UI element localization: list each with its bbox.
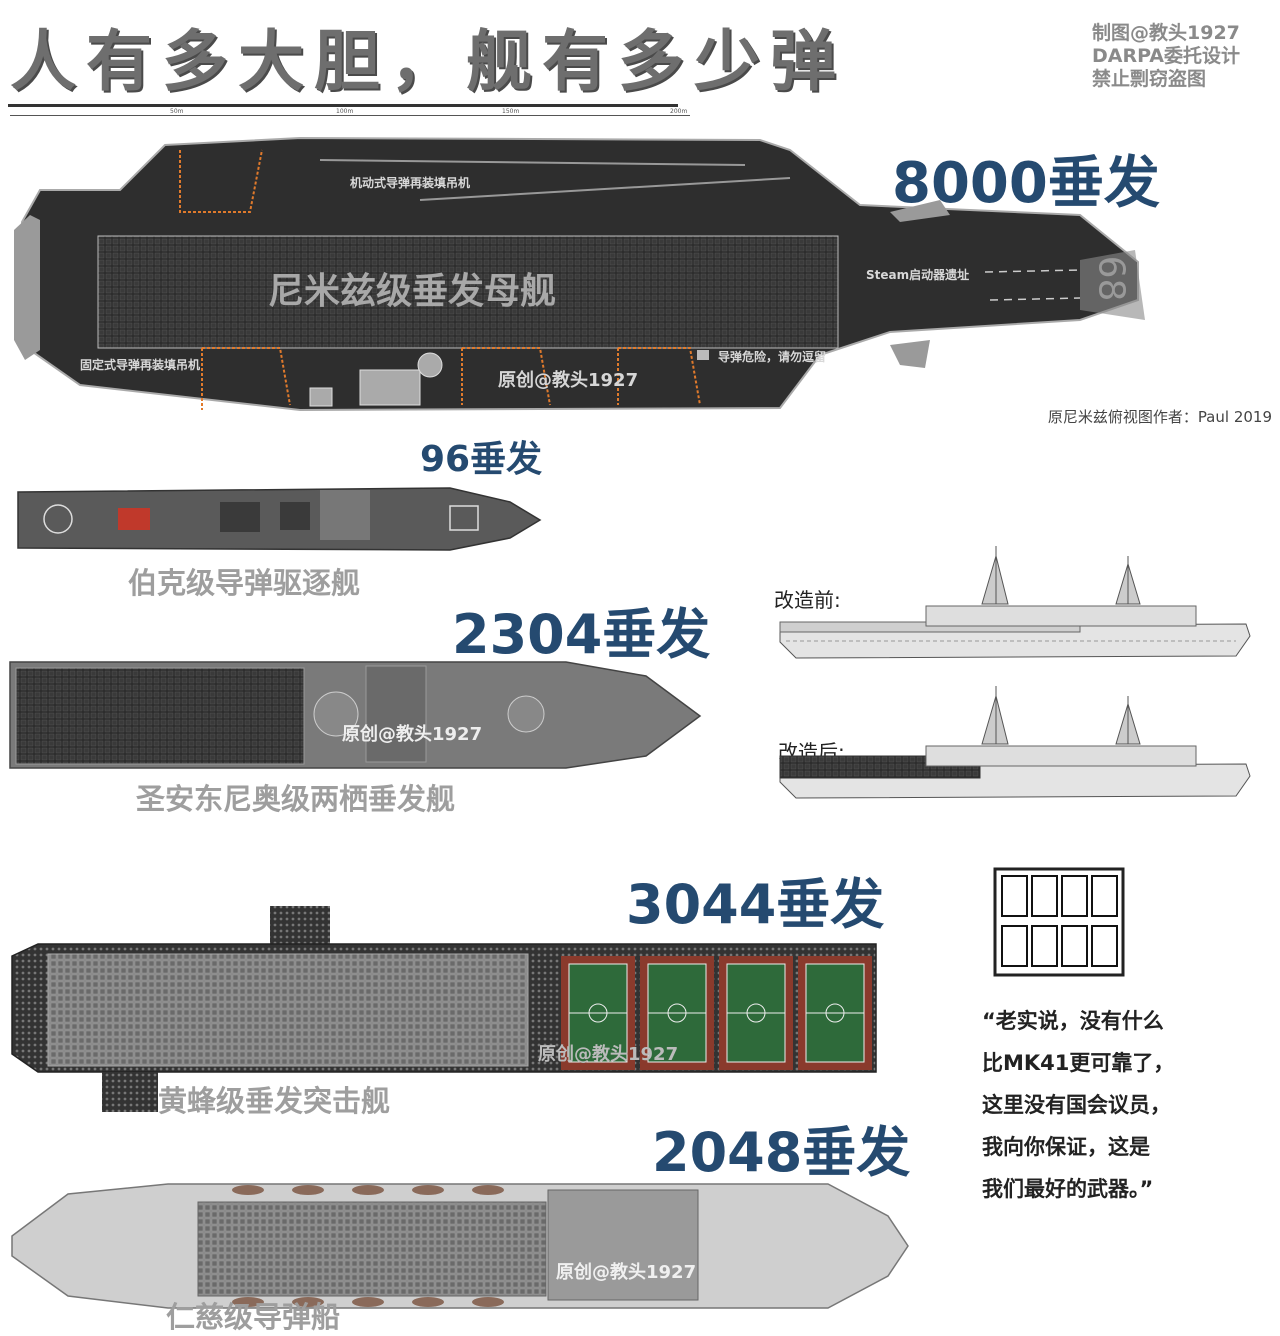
san-antonio-illustration — [9, 661, 702, 769]
ship5-watermark: 原创@教头1927 — [556, 1262, 697, 1283]
quote-line: 我们最好的武器。” — [982, 1177, 1154, 1201]
before-label: 改造前: — [774, 588, 841, 612]
carrier-steam-label: Steam启动器遗址 — [866, 268, 970, 282]
carrier-vls-grid — [97, 235, 839, 349]
burke-name: 伯克级导弹驱逐舰 — [128, 566, 361, 600]
san-antonio-watermark: 原创@教头1927 — [342, 724, 483, 745]
basketball-courts — [561, 956, 872, 1070]
profile-after-illustration — [779, 686, 1251, 799]
carrier-attribution: 原尼米兹俯视图作者：Paul 2019 — [1047, 408, 1272, 426]
scale-tick-label: 150m — [502, 108, 520, 115]
wasp-watermark: 原创@教头1927 — [538, 1044, 679, 1065]
burke-illustration — [17, 487, 542, 551]
carrier-vls-count: 8000垂发 — [892, 151, 1160, 216]
san-antonio-vls-count: 2304垂发 — [452, 603, 711, 666]
carrier-danger-label: 导弹危险，请勿逗留 — [718, 350, 827, 364]
ship5-vls-count: 2048垂发 — [652, 1121, 911, 1184]
profile-before-illustration — [779, 546, 1251, 659]
scale-tick-label: 50m — [170, 108, 184, 115]
mk41-cells-icon — [993, 867, 1125, 977]
san-antonio-name: 圣安东尼奥级两栖垂发舰 — [136, 782, 456, 816]
credit-line: 制图@教头1927 — [1092, 22, 1240, 44]
carrier-mobile-crane-label: 机动式导弹再装填吊机 — [350, 176, 471, 190]
carrier-fixed-crane-label: 固定式导弹再装填吊机 — [80, 358, 201, 372]
quote-line: “老实说，没有什么 — [982, 1009, 1164, 1033]
carrier-watermark: 原创@教头1927 — [498, 370, 639, 391]
quote-line: 这里没有国会议员， — [982, 1093, 1171, 1117]
credit-line: 禁止剽窃盗图 — [1092, 68, 1207, 90]
title-underline — [8, 104, 678, 107]
scale-tick-label: 200m — [670, 108, 688, 115]
wasp-illustration — [11, 906, 877, 1112]
carrier-hull-number: 68 — [1090, 255, 1132, 302]
quote-block: “老实说，没有什么 比MK41更可靠了， 这里没有国会议员， 我向你保证，这是 … — [982, 1000, 1222, 1210]
carrier-illustration — [14, 136, 1145, 412]
ship5-name: 仁慈级导弹船 — [166, 1300, 341, 1334]
credit-line: DARPA委托设计 — [1092, 45, 1240, 67]
wasp-vls-count: 3044垂发 — [626, 873, 885, 936]
scale-bar: 50m 100m 150m 200m — [10, 108, 690, 122]
quote-line: 比MK41更可靠了， — [982, 1051, 1175, 1075]
wasp-name: 黄蜂级垂发突击舰 — [158, 1084, 391, 1118]
burke-vls-count: 96垂发 — [420, 439, 543, 480]
page-title: 人有多大胆，舰有多少弹 — [10, 23, 846, 100]
quote-line: 我向你保证，这是 — [982, 1135, 1150, 1159]
scale-tick-label: 100m — [336, 108, 354, 115]
carrier-name: 尼米兹级垂发母舰 — [268, 271, 557, 312]
credit-block: 制图@教头1927 DARPA委托设计 禁止剽窃盗图 — [1092, 22, 1240, 91]
ship5-illustration — [11, 1183, 909, 1309]
